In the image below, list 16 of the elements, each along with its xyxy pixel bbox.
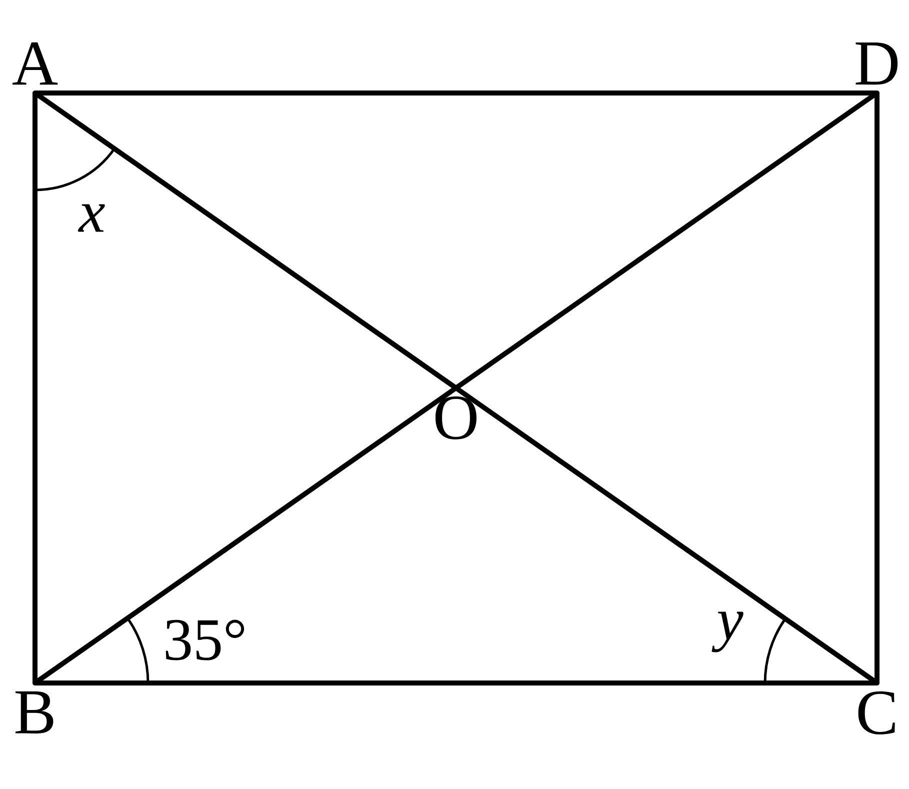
vertex-point: C <box>858 691 895 734</box>
line-segment <box>454 386 880 686</box>
vertex-point: O <box>436 396 476 440</box>
angle-label: x <box>78 204 105 232</box>
line-segment <box>32 90 38 686</box>
line-segment <box>32 680 880 686</box>
line-segment <box>874 90 880 686</box>
angle-label: y <box>712 612 744 652</box>
angle-label: 35° <box>166 620 244 660</box>
vertex-point: D <box>856 42 898 85</box>
line-segment <box>32 90 880 96</box>
vertex-point: A <box>12 42 58 85</box>
vertex-point: B <box>16 691 54 734</box>
line-segment <box>32 90 458 390</box>
line-segment <box>454 90 880 390</box>
line-segment <box>32 386 458 686</box>
